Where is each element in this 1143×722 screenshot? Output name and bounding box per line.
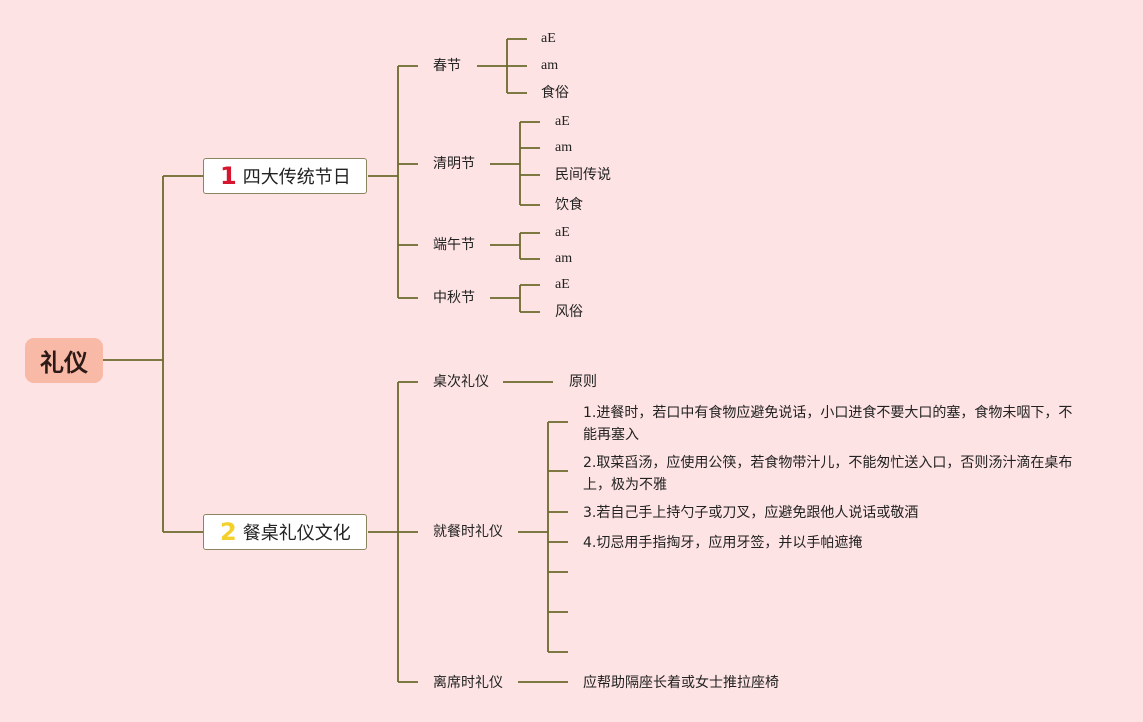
festival-midautumn-item[interactable]: 风俗 (555, 304, 583, 320)
seating-principle[interactable]: 原则 (569, 374, 597, 390)
branch-dining-label: 餐桌礼仪文化 (242, 523, 351, 544)
festival-qingming-item[interactable]: am (555, 140, 573, 155)
dining-tip[interactable]: 1.进餐时，若口中有食物应避免说话，小口进食不要大口的塞，食物未咽下，不 能再塞… (583, 402, 1072, 446)
dining-etiquette[interactable]: 就餐时礼仪 (433, 524, 503, 540)
dining-tip-line: 能再塞入 (583, 427, 639, 443)
root-title: 礼仪 (40, 349, 88, 377)
dining-tip-line: 1.进餐时，若口中有食物应避免说话，小口进食不要大口的塞，食物未咽下，不 (583, 405, 1073, 421)
festival-duanwu-item[interactable]: aE (555, 225, 570, 240)
festival-qingming[interactable]: 清明节 (433, 156, 475, 172)
number-one-icon: 1 (220, 162, 237, 190)
dining-tip[interactable]: 2.取菜舀汤，应使用公筷，若食物带汁儿，不能匆忙送入口，否则汤汁滴在桌布 上，极… (583, 452, 1072, 496)
branch-dining-node[interactable]: 2 餐桌礼仪文化 (203, 514, 367, 550)
festival-duanwu[interactable]: 端午节 (433, 237, 475, 253)
festival-duanwu-item[interactable]: am (555, 251, 573, 266)
dining-tip-line: 4.切忌用手指掏牙，应用牙签，并以手帕遮掩 (583, 535, 863, 551)
seating-etiquette[interactable]: 桌次礼仪 (433, 374, 489, 390)
number-two-icon: 2 (220, 518, 237, 546)
branch-festivals-node[interactable]: 1 四大传统节日 (203, 158, 367, 194)
dining-tip-line: 3.若自己手上持勺子或刀叉，应避免跟他人说话或敬酒 (583, 505, 919, 521)
dining-tip-line: 上，极为不雅 (583, 477, 667, 493)
festival-spring-item[interactable]: 食俗 (541, 85, 569, 101)
festival-midautumn-item[interactable]: aE (555, 277, 570, 292)
festival-spring-item[interactable]: am (541, 58, 559, 73)
dining-tip[interactable]: 4.切忌用手指掏牙，应用牙签，并以手帕遮掩 (583, 532, 862, 554)
dining-tip-line: 2.取菜舀汤，应使用公筷，若食物带汁儿，不能匆忙送入口，否则汤汁滴在桌布 (583, 455, 1073, 471)
festival-spring-item[interactable]: aE (541, 31, 556, 46)
root-node[interactable]: 礼仪 (25, 338, 103, 383)
branch-festivals-label: 四大传统节日 (242, 167, 351, 188)
festival-midautumn[interactable]: 中秋节 (433, 290, 475, 306)
leaving-advice[interactable]: 应帮助隔座长着或女士推拉座椅 (583, 675, 779, 691)
festival-spring[interactable]: 春节 (433, 58, 461, 74)
leaving-etiquette[interactable]: 离席时礼仪 (433, 675, 503, 691)
dining-tip[interactable]: 3.若自己手上持勺子或刀叉，应避免跟他人说话或敬酒 (583, 502, 918, 524)
festival-qingming-item[interactable]: 民间传说 (555, 167, 611, 183)
festival-qingming-item[interactable]: aE (555, 114, 570, 129)
festival-qingming-item[interactable]: 饮食 (555, 197, 583, 213)
